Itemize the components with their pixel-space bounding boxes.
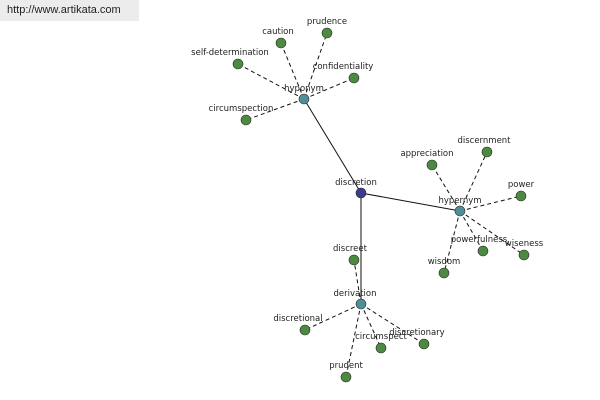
edge-hypernym-wiseness bbox=[459, 210, 525, 256]
edge-derivation-prudent bbox=[345, 303, 362, 378]
node-power[interactable] bbox=[515, 190, 527, 202]
node-label-circumspect[interactable]: circumspect bbox=[355, 332, 407, 342]
node-discretion[interactable] bbox=[355, 187, 367, 199]
node-label-prudent[interactable]: prudent bbox=[329, 361, 363, 371]
edge-hyponym-circumspection bbox=[245, 98, 305, 121]
edge-discretion-hyponym bbox=[303, 98, 362, 194]
node-wiseness[interactable] bbox=[518, 249, 530, 261]
labels-layer: discretion hyponym hypernym derivation prude… bbox=[191, 17, 544, 371]
node-label-powerfulness[interactable]: powerfulness bbox=[451, 235, 508, 245]
node-label-discreet[interactable]: discreet bbox=[333, 244, 368, 254]
node-circumspection[interactable] bbox=[240, 114, 252, 126]
node-label-power[interactable]: power bbox=[508, 180, 535, 190]
node-label-self-determination[interactable]: self-determination bbox=[191, 48, 269, 58]
edge-hyponym-prudence bbox=[303, 32, 328, 100]
edge-hypernym-powerfulness bbox=[459, 210, 484, 252]
source-url-banner[interactable]: http://www.artikata.com bbox=[0, 0, 139, 21]
node-label-discretion[interactable]: discretion bbox=[335, 178, 377, 188]
node-label-derivation[interactable]: derivation bbox=[333, 289, 376, 299]
node-appreciation[interactable] bbox=[426, 159, 438, 171]
node-confidentiality[interactable] bbox=[348, 72, 360, 84]
edge-hyponym-confidentiality bbox=[303, 77, 355, 100]
node-circumspect[interactable] bbox=[375, 342, 387, 354]
node-discretionary[interactable] bbox=[418, 338, 430, 350]
node-powerfulness[interactable] bbox=[477, 245, 489, 257]
edge-hyponym-self-determination bbox=[237, 63, 305, 100]
node-label-prudence[interactable]: prudence bbox=[307, 17, 347, 27]
node-self-determination[interactable] bbox=[232, 58, 244, 70]
nodes-layer bbox=[232, 27, 530, 383]
edge-hypernym-power bbox=[459, 195, 522, 212]
node-label-confidentiality[interactable]: confidentiality bbox=[313, 62, 374, 72]
node-hypernym[interactable] bbox=[454, 205, 466, 217]
node-discreet[interactable] bbox=[348, 254, 360, 266]
node-label-discernment[interactable]: discernment bbox=[457, 136, 511, 146]
node-label-discretionary[interactable]: discretionary bbox=[389, 328, 444, 338]
node-label-circumspection[interactable]: circumspection bbox=[209, 104, 274, 114]
edge-hypernym-wisdom bbox=[443, 210, 461, 274]
node-label-caution[interactable]: caution bbox=[262, 27, 294, 37]
edge-hypernym-discernment bbox=[459, 151, 488, 212]
edges-layer bbox=[237, 32, 525, 378]
edge-discretion-hypernym bbox=[360, 192, 461, 212]
node-prudent[interactable] bbox=[340, 371, 352, 383]
edge-hypernym-appreciation bbox=[431, 164, 461, 212]
node-derivation[interactable] bbox=[355, 298, 367, 310]
node-caution[interactable] bbox=[275, 37, 287, 49]
node-label-hyponym[interactable]: hyponym bbox=[284, 84, 324, 94]
node-label-discretional[interactable]: discretional bbox=[273, 314, 322, 324]
node-label-wiseness[interactable]: wiseness bbox=[505, 239, 544, 249]
node-discretional[interactable] bbox=[299, 324, 311, 336]
node-label-appreciation[interactable]: appreciation bbox=[400, 149, 453, 159]
node-label-hypernym[interactable]: hypernym bbox=[438, 196, 481, 206]
node-hyponym[interactable] bbox=[298, 93, 310, 105]
edge-hyponym-caution bbox=[280, 42, 305, 100]
node-wisdom[interactable] bbox=[438, 267, 450, 279]
edge-derivation-discreet bbox=[353, 259, 362, 305]
edge-derivation-discretional bbox=[304, 303, 362, 331]
node-label-wisdom[interactable]: wisdom bbox=[428, 257, 461, 267]
edge-derivation-circumspect bbox=[360, 303, 382, 349]
edge-derivation-discretionary bbox=[360, 303, 425, 345]
node-prudence[interactable] bbox=[321, 27, 333, 39]
node-discernment[interactable] bbox=[481, 146, 493, 158]
